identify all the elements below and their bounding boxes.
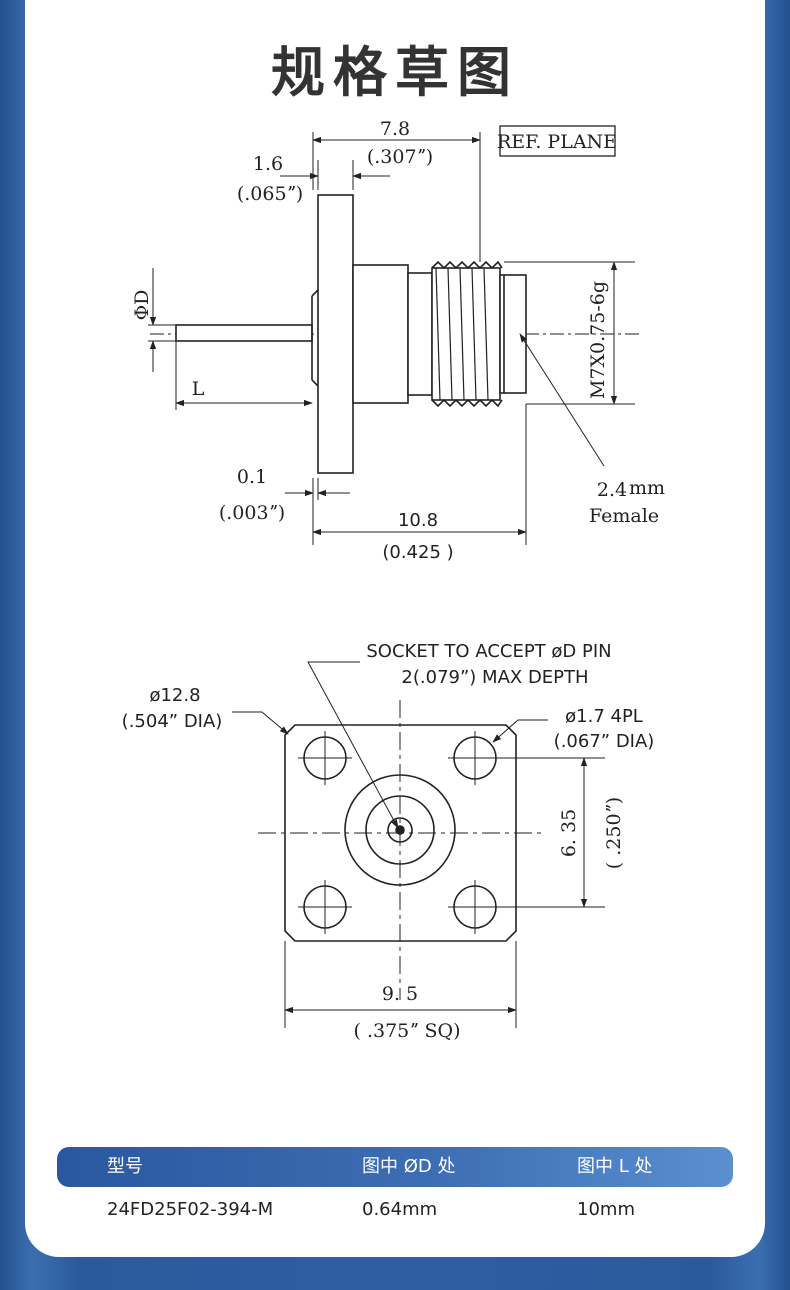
dim-body-in: (0.425 ) <box>382 542 453 563</box>
ref-plane-label: REF. PLANE <box>497 131 617 153</box>
spec-table-row: 24FD25F02-394-M 0.64mm 10mm <box>57 1190 733 1230</box>
interface-unit: mm <box>629 477 665 499</box>
interface-size: 2.4 <box>597 479 627 501</box>
square-size-in: ( .375ˮ SQ) <box>354 1020 461 1042</box>
hole-dia-in: (.067” DIA) <box>554 731 655 752</box>
mounting-holes <box>298 731 502 934</box>
page-title: 规格草图 <box>271 41 519 104</box>
hole-dia: ø1.7 4PL <box>565 706 643 727</box>
connector-drawing: 7.8 (.307ˮ) REF. PLANE 1.6 (.065ˮ) ΦD L … <box>122 118 665 1042</box>
label-pin-dia: ΦD <box>131 290 153 321</box>
ref-plane-box <box>499 125 616 157</box>
dim-total-len: 7.8 <box>380 118 410 140</box>
flange <box>317 194 354 474</box>
socket-note-line2: 2(.079”) MAX DEPTH <box>401 667 588 688</box>
interface-gender: Female <box>589 505 659 527</box>
header-pin-len: 图中 L 处 <box>577 1156 653 1177</box>
cell-model: 24FD25F02-394-M <box>107 1199 274 1220</box>
hole-spacing-in: ( .250ˮ) <box>603 797 625 869</box>
thread-spec: M7X0.75-6g <box>587 281 609 399</box>
flange-dia: ø12.8 <box>149 685 200 706</box>
cell-pin-len: 10mm <box>577 1199 635 1220</box>
dim-flange: 1.6 <box>253 153 283 175</box>
dim-gap-in: (.003ˮ) <box>219 502 285 524</box>
flange-dia-in: (.504” DIA) <box>122 711 223 732</box>
thread <box>431 267 501 401</box>
header-model: 型号 <box>107 1156 143 1177</box>
dim-total-len-in: (.307ˮ) <box>367 146 433 168</box>
pin <box>175 324 313 342</box>
front-view <box>232 661 605 1028</box>
label-pin-len: L <box>192 378 205 400</box>
socket-note-line1: SOCKET TO ACCEPT øD PIN <box>366 641 611 662</box>
side-view <box>148 132 640 545</box>
content-card <box>25 0 765 1257</box>
body <box>352 264 409 404</box>
square-size: 9. 5 <box>382 983 418 1005</box>
dim-body: 10.8 <box>398 510 438 531</box>
spec-table-header: 型号 图中 ØD 处 图中 L 处 <box>57 1147 733 1187</box>
dim-gap: 0.1 <box>237 466 267 488</box>
cell-pin-dia: 0.64mm <box>362 1199 438 1220</box>
dim-flange-in: (.065ˮ) <box>237 183 303 205</box>
header-pin-dia: 图中 ØD 处 <box>362 1156 456 1177</box>
hole-spacing: 6. 35 <box>558 809 580 857</box>
